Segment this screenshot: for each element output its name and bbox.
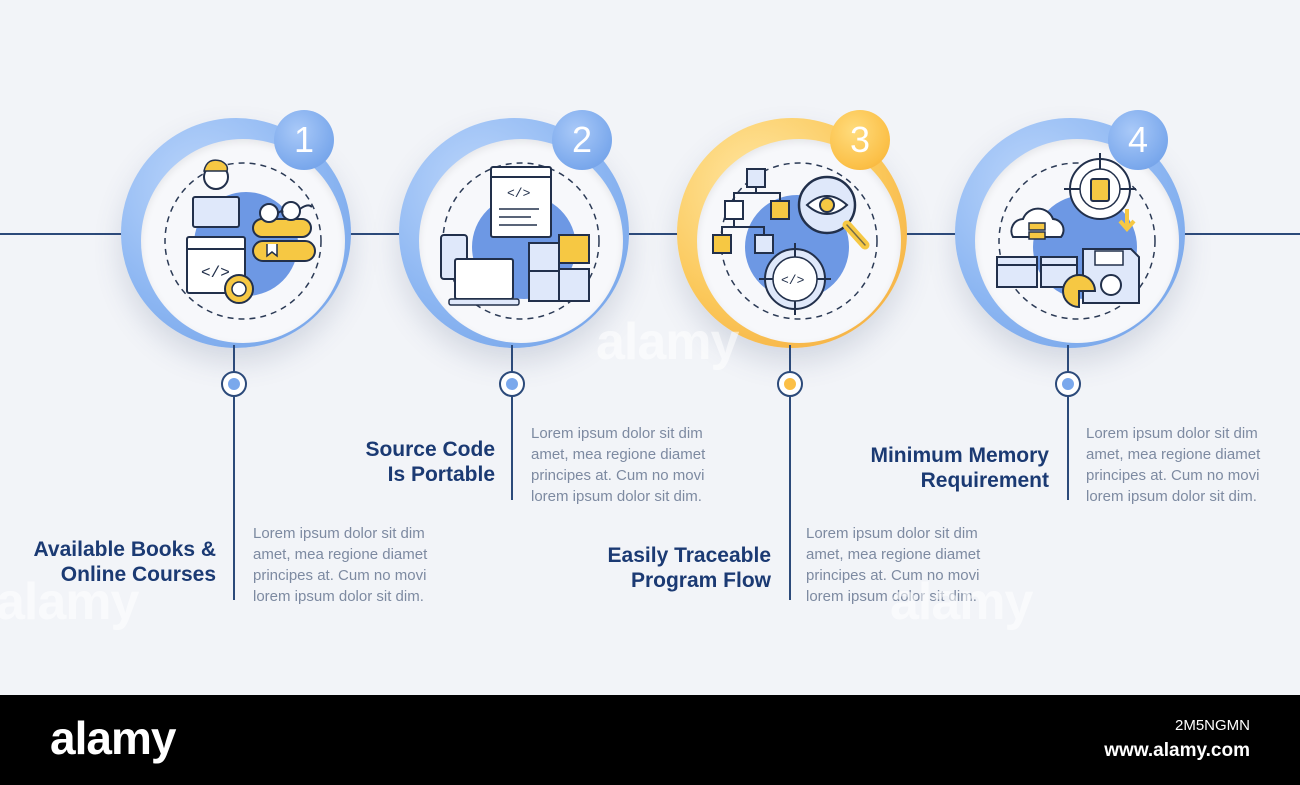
step-2-description: Lorem ipsum dolor sit dim amet, mea regi… [531, 423, 731, 507]
step-4-title-line-2: Requirement [920, 469, 1049, 492]
step-3-description: Lorem ipsum dolor sit dim amet, mea regi… [806, 523, 1006, 607]
step-2-desc-line: Lorem ipsum dolor sit dim [531, 425, 703, 442]
step-3-desc-line: lorem ipsum dolor sit dim. [806, 588, 977, 605]
step-3-desc-line: amet, mea regione diamet [806, 546, 981, 563]
step-4-desc-line: amet, mea regione diamet [1086, 446, 1261, 463]
step-1-title: Available Books & Online Courses [0, 537, 216, 587]
step-1-title-line-2: Online Courses [60, 563, 216, 586]
step-1-description: Lorem ipsum dolor sit dim amet, mea regi… [253, 523, 453, 607]
infographic-canvas: </> 1 [0, 110, 1300, 631]
step-1-number-badge: 1 [274, 110, 334, 170]
step-1-icon-area: </> [141, 139, 345, 343]
site-url: www.alamy.com [1104, 740, 1250, 761]
memory-requirement-icon [996, 153, 1156, 320]
step-2-desc-line: amet, mea regione diamet [531, 446, 706, 463]
developer-books-icon: </> [164, 159, 322, 320]
step-3-title-line-2: Program Flow [630, 569, 771, 592]
step-3-title: Easily Traceable Program Flow [531, 543, 771, 593]
step-2-ring: </> [399, 118, 629, 348]
svg-text:</>: </> [781, 273, 805, 288]
step-1-desc-line: amet, mea regione diamet [253, 546, 428, 563]
step-4-dot [1055, 371, 1081, 397]
step-2-icon-area: </> [419, 139, 623, 343]
svg-text:</>: </> [201, 264, 230, 282]
step-3-ring: </> [677, 118, 907, 348]
step-2-title-line-1: Source Code [365, 438, 495, 461]
step-4-circle: 4 [948, 110, 1188, 350]
alamy-logo: alamy [50, 712, 176, 764]
step-1-desc-line: lorem ipsum dolor sit dim. [253, 588, 424, 605]
watermark: alamy [0, 573, 139, 631]
svg-text:</>: </> [507, 186, 531, 201]
step-4-stem [1067, 345, 1069, 500]
step-3-title-line-1: Easily Traceable [607, 544, 771, 567]
step-3-desc-line: principes at. Cum no movi [806, 567, 980, 584]
timeline-line [0, 233, 1300, 235]
watermark: alamy [890, 573, 1033, 631]
step-3-dot [777, 371, 803, 397]
step-1-desc-line: principes at. Cum no movi [253, 567, 427, 584]
step-4-title-line-1: Minimum Memory [870, 444, 1049, 467]
image-code: 2M5NGMN [1174, 717, 1250, 734]
stock-footer-bar: alamy 2M5NGMN www.alamy.com [0, 695, 1300, 785]
step-3-circle: </> 3 [670, 110, 910, 350]
step-2-desc-line: principes at. Cum no movi [531, 467, 705, 484]
step-1-stem [233, 345, 235, 600]
step-3-stem [789, 345, 791, 600]
step-4-number-badge: 4 [1108, 110, 1168, 170]
step-3-number-badge: 3 [830, 110, 890, 170]
step-2-stem [511, 345, 513, 500]
step-2-number-badge: 2 [552, 110, 612, 170]
watermark: alamy [596, 313, 739, 371]
step-1-title-line-1: Available Books & [33, 538, 216, 561]
step-2-title: Source Code Is Portable [255, 437, 495, 487]
step-4-desc-line: lorem ipsum dolor sit dim. [1086, 488, 1257, 505]
step-2-dot [499, 371, 525, 397]
step-1-ring: </> [121, 118, 351, 348]
step-4-description: Lorem ipsum dolor sit dim amet, mea regi… [1086, 423, 1286, 507]
step-2-circle: </> 2 [392, 110, 632, 350]
step-2-desc-line: lorem ipsum dolor sit dim. [531, 488, 702, 505]
step-4-title: Minimum Memory Requirement [809, 443, 1049, 493]
step-1-circle: </> 1 [114, 110, 354, 350]
step-4-icon-area [975, 139, 1179, 343]
step-3-desc-line: Lorem ipsum dolor sit dim [806, 525, 978, 542]
step-1-desc-line: Lorem ipsum dolor sit dim [253, 525, 425, 542]
step-4-desc-line: Lorem ipsum dolor sit dim [1086, 425, 1258, 442]
step-2-title-line-2: Is Portable [387, 463, 495, 486]
traceable-flow-icon: </> [712, 162, 878, 320]
step-1-dot [221, 371, 247, 397]
step-4-desc-line: principes at. Cum no movi [1086, 467, 1260, 484]
portable-code-icon: </> [440, 162, 600, 320]
step-3-icon-area: </> [697, 139, 901, 343]
